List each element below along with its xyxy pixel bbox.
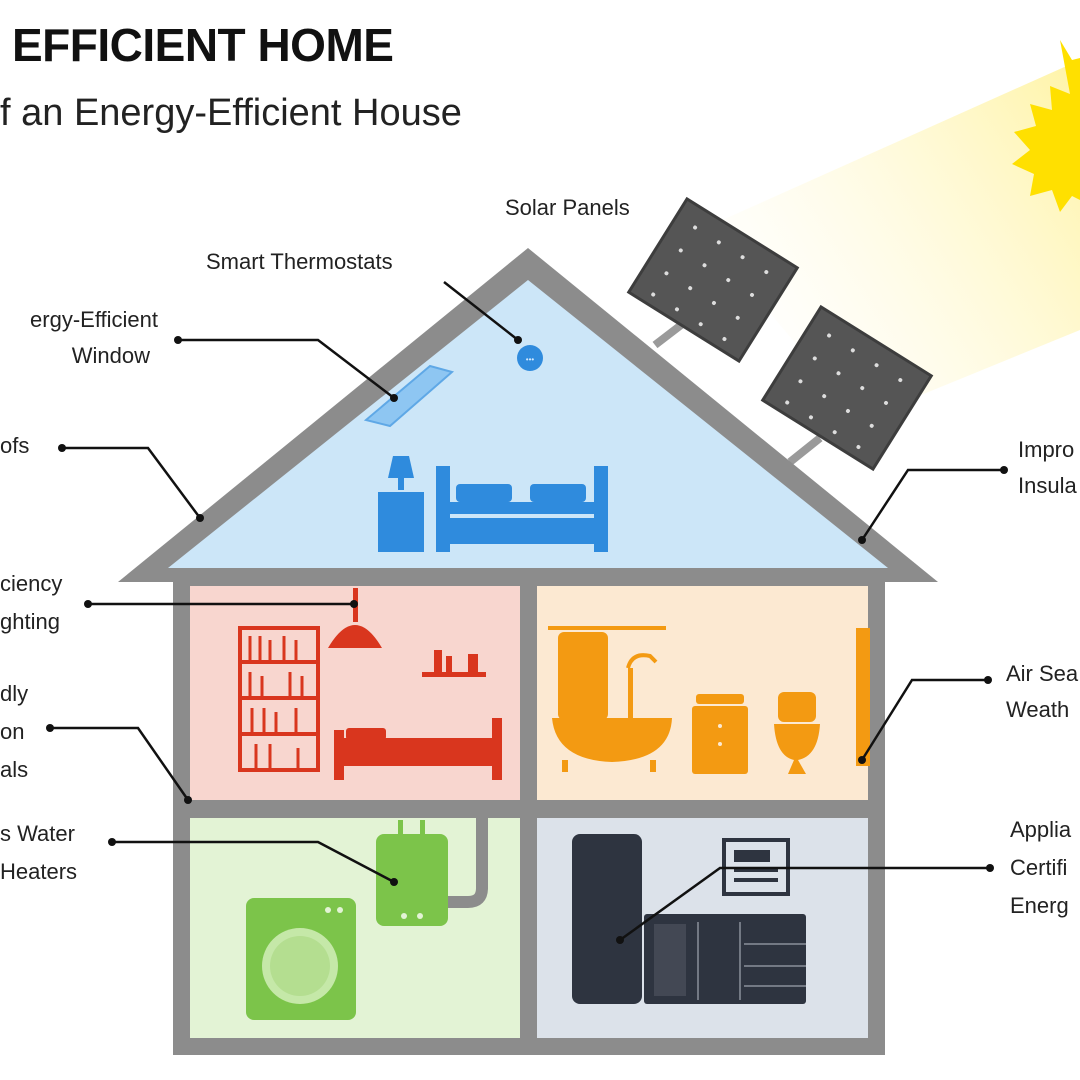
wall-shelf-icon bbox=[422, 650, 486, 677]
label-materials-line2: on bbox=[0, 719, 25, 744]
sun-beam bbox=[700, 60, 1080, 420]
bookshelf-icon bbox=[238, 626, 320, 772]
water-pipe bbox=[430, 818, 488, 908]
solar-panels-icon bbox=[626, 196, 934, 472]
label-appliances-line3: Energ bbox=[1010, 893, 1069, 918]
page-subtitle: f an Energy-Efficient House bbox=[0, 92, 462, 134]
label-roofs: ofs bbox=[0, 433, 30, 458]
label-window-line1: ergy-Efficient bbox=[30, 307, 158, 332]
bed-blue-icon bbox=[436, 466, 608, 552]
toilet-icon bbox=[774, 692, 820, 774]
nightstand-lamp-icon bbox=[378, 456, 424, 552]
sun-icon bbox=[1012, 40, 1080, 212]
bathtub-shower-icon bbox=[548, 626, 672, 772]
thermostat-icon: ••• bbox=[517, 345, 543, 371]
label-appliances-line2: Certifi bbox=[1010, 855, 1068, 880]
roof bbox=[118, 248, 938, 582]
label-insulation-line2: Insula bbox=[1018, 473, 1077, 498]
page-title: EFFICIENT HOME bbox=[12, 19, 394, 71]
water-heater-icon bbox=[376, 820, 448, 926]
washing-machine-icon bbox=[246, 898, 356, 1020]
weatherstrip-icon bbox=[856, 628, 870, 766]
label-air-sealing-line2: Weath bbox=[1006, 697, 1070, 722]
label-window-line2: Window bbox=[71, 343, 150, 368]
label-water-heaters-line2: Heaters bbox=[0, 859, 78, 884]
label-solar-panels: Solar Panels bbox=[505, 195, 630, 220]
refrigerator-icon bbox=[572, 834, 642, 1004]
vanity-cabinet-icon bbox=[692, 694, 748, 774]
label-insulation-line1: Impro bbox=[1018, 437, 1075, 462]
label-lighting-line1: ciency bbox=[0, 571, 63, 596]
kitchen-cabinet-icon bbox=[644, 914, 806, 1004]
leader-dots bbox=[46, 336, 1008, 944]
window-icon bbox=[363, 364, 455, 428]
label-smart-thermostats: Smart Thermostats bbox=[206, 249, 393, 274]
label-lighting-line2: ghting bbox=[0, 609, 60, 634]
label-water-heaters-line1: s Water bbox=[0, 821, 75, 846]
label-air-sealing-line1: Air Sea bbox=[1006, 661, 1079, 686]
svg-text:•••: ••• bbox=[526, 355, 535, 364]
label-materials-line3: als bbox=[0, 757, 29, 782]
bed-red-icon bbox=[334, 718, 502, 780]
label-materials-line1: dly bbox=[0, 681, 29, 706]
leader-lines bbox=[50, 281, 1004, 942]
label-appliances-line1: Applia bbox=[1010, 817, 1072, 842]
